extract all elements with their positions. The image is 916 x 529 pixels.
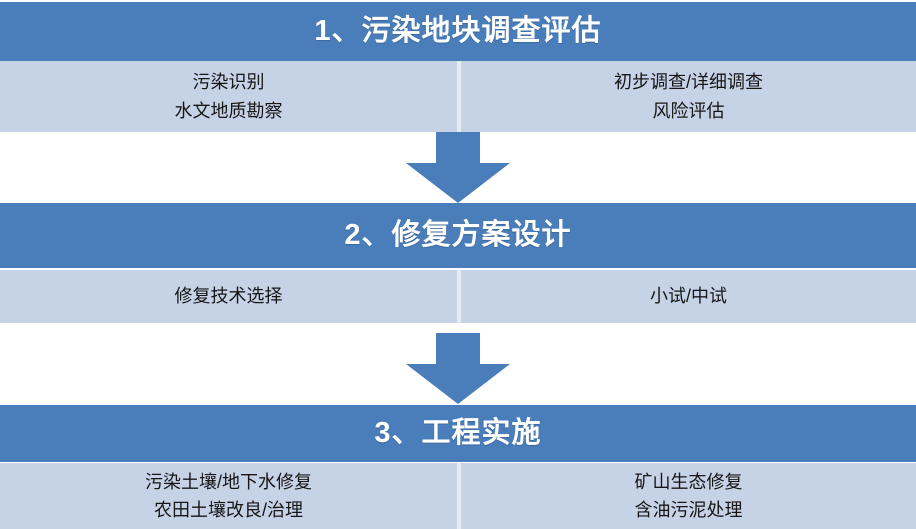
stage-3-body: 污染土壤/地下水修复 农田土壤改良/治理 矿山生态修复 含油污泥处理	[0, 463, 916, 529]
stage-3: 3、工程实施 污染土壤/地下水修复 农田土壤改良/治理 矿山生态修复 含油污泥处…	[0, 405, 916, 529]
stage-1-header: 1、污染地块调查评估	[0, 2, 916, 61]
stage-3-header: 3、工程实施	[0, 405, 916, 462]
stage-1: 1、污染地块调查评估 污染识别 水文地质勘察 初步调查/详细调查 风险评估	[0, 2, 916, 132]
stage-3-right-column: 矿山生态修复 含油污泥处理	[461, 463, 916, 529]
stage-3-left-column: 污染土壤/地下水修复 农田土壤改良/治理	[0, 463, 457, 529]
stage-1-right-column: 初步调查/详细调查 风险评估	[461, 61, 916, 132]
stage-2: 2、修复方案设计 修复技术选择 小试/中试	[0, 203, 916, 323]
stage-2-right-column: 小试/中试	[461, 270, 916, 323]
stage-3-title: 3、工程实施	[374, 417, 542, 449]
stage-2-left-item-1: 修复技术选择	[174, 286, 283, 307]
stage-1-left-item-1: 污染识别	[192, 72, 265, 93]
stage-1-column-divider	[457, 61, 461, 132]
connector-1-region	[0, 132, 916, 203]
stage-3-right-item-2: 含油污泥处理	[634, 500, 743, 520]
stage-2-column-divider	[457, 270, 461, 323]
stage-1-right-item-2: 风险评估	[652, 100, 725, 121]
arrow-down-icon	[406, 132, 510, 203]
stage-3-left-item-2: 农田土壤改良/治理	[153, 500, 303, 520]
arrow-down-icon	[406, 333, 510, 404]
top-margin-strip	[0, 0, 916, 2]
stage-3-left-item-1: 污染土壤/地下水修复	[144, 471, 312, 492]
stage-1-left-column: 污染识别 水文地质勘察	[0, 61, 457, 132]
connector-2-region	[0, 323, 916, 405]
stage-3-column-divider	[457, 463, 461, 529]
stage-1-right-item-1: 初步调查/详细调查	[613, 72, 763, 93]
stage-2-title: 2、修复方案设计	[344, 219, 572, 251]
stage-1-body: 污染识别 水文地质勘察 初步调查/详细调查 风险评估	[0, 61, 916, 132]
stage-1-title: 1、污染地块调查评估	[314, 15, 602, 47]
stage-2-left-column: 修复技术选择	[0, 270, 457, 323]
stage-1-left-item-2: 水文地质勘察	[174, 100, 283, 121]
stage-2-body: 修复技术选择 小试/中试	[0, 270, 916, 323]
stage-2-header: 2、修复方案设计	[0, 203, 916, 268]
stage-3-right-item-1: 矿山生态修复	[634, 471, 743, 492]
stage-2-right-item-1: 小试/中试	[649, 286, 727, 307]
